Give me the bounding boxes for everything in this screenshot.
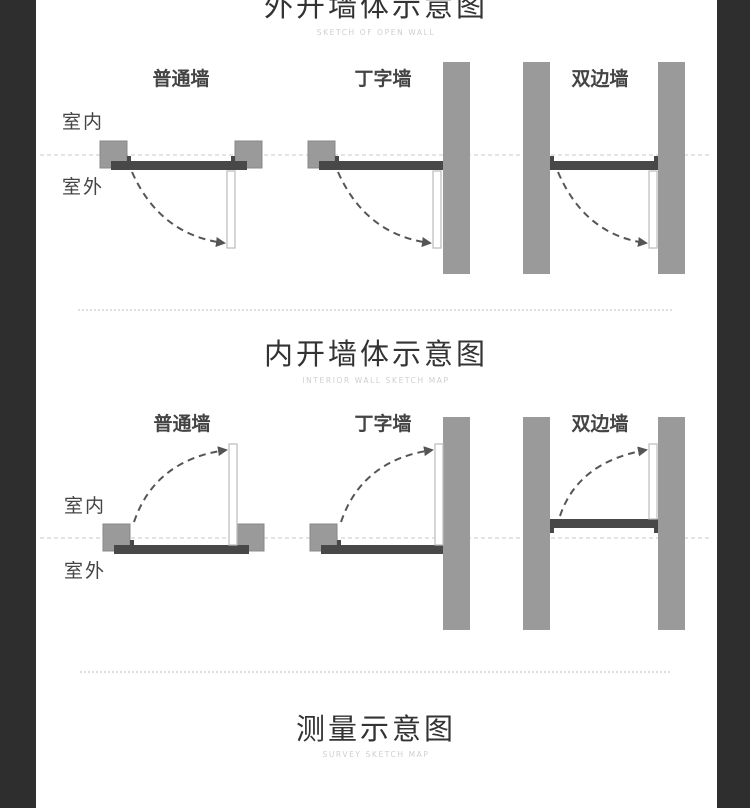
door-leaf (432, 170, 442, 249)
wall-type-label: 普通墙 (152, 67, 209, 90)
wall-type-label: 普通墙 (153, 412, 210, 435)
white-panel (36, 0, 717, 808)
wall-type-label: 丁字墙 (354, 67, 411, 90)
door-leaf (226, 170, 236, 249)
section-title: 内开墙体示意图 (264, 337, 488, 371)
door-frame (319, 161, 443, 170)
swing-arrow (337, 171, 432, 247)
wall-column (658, 62, 685, 274)
wall-column (523, 62, 550, 274)
indoor-label: 室内 (62, 111, 104, 133)
door-leaf (648, 170, 658, 249)
wall-column (443, 62, 470, 274)
frame-post (654, 156, 658, 162)
frame-post (231, 156, 235, 162)
diagram-double-wall (523, 417, 685, 630)
swing-arrow (340, 446, 434, 523)
door-frame (550, 161, 658, 170)
wall-column (523, 417, 550, 630)
frame-post (130, 540, 134, 546)
door-frame (111, 161, 247, 170)
wall-type-label: 丁字墙 (354, 412, 411, 435)
frame-post (550, 156, 554, 162)
diagram-double-wall (523, 62, 685, 274)
wall-type-label: 双边墙 (571, 412, 628, 435)
diagram-t-wall (309, 417, 470, 630)
door-leaf (648, 443, 658, 520)
frame-post (337, 540, 341, 546)
door-leaf (228, 443, 238, 546)
wall-column (658, 417, 685, 630)
door-frame (114, 545, 249, 554)
section-title: 测量示意图 (296, 712, 456, 746)
indoor-label: 室内 (64, 495, 106, 517)
door-frame (321, 545, 443, 554)
outdoor-label: 室外 (64, 560, 106, 582)
swing-arrow (131, 171, 226, 247)
diagram-normal-wall (99, 140, 263, 249)
outdoor-label: 室外 (62, 176, 104, 198)
section-subtitle: INTERIOR WALL SKETCH MAP (302, 376, 449, 385)
section-interior-wall: 内开墙体示意图 INTERIOR WALL SKETCH MAP 普通墙 丁字墙… (40, 337, 712, 673)
wall-type-label: 双边墙 (571, 67, 628, 90)
swing-arrow (133, 446, 228, 523)
diagram-normal-wall (102, 443, 265, 554)
section-subtitle: SURVEY SKETCH MAP (322, 750, 429, 759)
section-survey: 测量示意图 SURVEY SKETCH MAP (296, 712, 456, 759)
swing-arrow (559, 446, 648, 517)
diagram-t-wall (307, 62, 470, 274)
door-leaf (434, 443, 444, 546)
frame-post (127, 156, 131, 162)
wall-column (443, 417, 470, 630)
section-title: 外开墙体示意图 (264, 0, 488, 23)
section-subtitle: SKETCH OF OPEN WALL (317, 28, 435, 37)
section-open-wall: 外开墙体示意图 SKETCH OF OPEN WALL 普通墙 丁字墙 双边墙 … (40, 0, 712, 311)
swing-arrow (557, 171, 648, 247)
frame-post (335, 156, 339, 162)
door-frame (551, 519, 657, 528)
